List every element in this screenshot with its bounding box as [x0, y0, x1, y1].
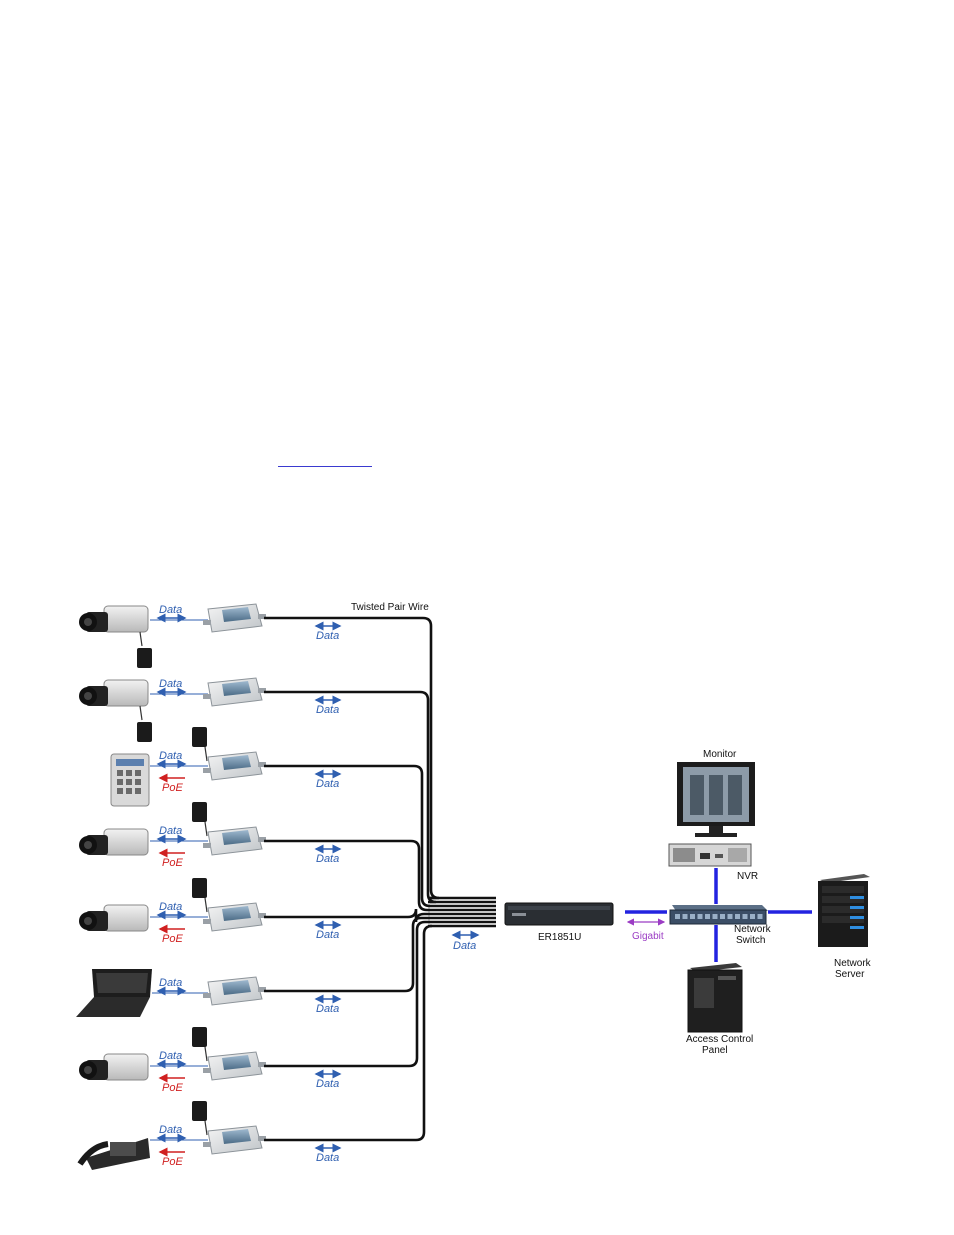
data-label: Data [159, 825, 182, 837]
twisted-pair-cable [264, 616, 440, 900]
switch-port [690, 914, 695, 919]
cable-data-label: Data [316, 929, 339, 941]
access-control-label-1: Access Control [686, 1034, 753, 1045]
camera-device [79, 605, 149, 633]
switch-port [720, 914, 725, 919]
switch-port [727, 914, 733, 919]
power-adapter [192, 878, 208, 913]
camera-device [79, 904, 149, 932]
ethernet-extender [203, 976, 266, 1006]
data-label: Data [159, 901, 182, 913]
power-adapter [192, 1101, 208, 1136]
power-adapter [137, 631, 152, 668]
power-adapter [137, 705, 152, 742]
ethernet-extender [203, 1051, 266, 1081]
cable-data-label: Data [316, 630, 339, 642]
poe-label: PoE [162, 857, 183, 869]
hyperlink-underline[interactable] [278, 466, 372, 467]
ethernet-extender [203, 1125, 266, 1155]
switch-port [750, 914, 755, 919]
switch-port [705, 914, 710, 919]
network-server-label-2: Server [835, 969, 865, 980]
switch-port [735, 914, 740, 919]
nvr-label: NVR [737, 871, 758, 882]
switch-port [697, 914, 703, 919]
cable-data-label: Data [316, 1078, 339, 1090]
ethernet-extender [203, 603, 266, 633]
switch-port [682, 914, 688, 919]
ethernet-extender [203, 902, 266, 932]
access-control-panel-device [687, 963, 743, 1033]
access-control-label-2: Panel [702, 1045, 728, 1056]
ethernet-extender [203, 751, 266, 781]
keypad-device [110, 753, 150, 807]
nvr-device [668, 843, 752, 867]
power-adapter [192, 802, 208, 837]
camera-device [79, 1053, 149, 1081]
power-adapter [192, 1027, 208, 1062]
data-label: Data [159, 977, 182, 989]
cable-data-label: Data [316, 704, 339, 716]
twisted-pair-cable [264, 920, 430, 1068]
ethernet-extender [203, 826, 266, 856]
poe-label: PoE [162, 1156, 183, 1168]
phone-device [77, 1138, 150, 1170]
twisted-pair-cable [264, 839, 430, 912]
poe-label: PoE [162, 782, 183, 794]
gigabit-label: Gigabit [632, 931, 664, 942]
er1851u-label: ER1851U [538, 932, 581, 943]
cable-data-label: Data [316, 1003, 339, 1015]
er1851u-device [504, 902, 614, 926]
data-label: Data [159, 678, 182, 690]
camera-device [79, 679, 149, 707]
data-label: Data [159, 1050, 182, 1062]
camera-device [79, 828, 149, 856]
network-switch-label-1: Network [734, 924, 772, 935]
cable-data-label: Data [316, 778, 339, 790]
switch-port [757, 914, 763, 919]
twisted-pair-cable [264, 908, 430, 923]
poe-label: PoE [162, 933, 183, 945]
poe-label: PoE [162, 1082, 183, 1094]
data-label: Data [159, 604, 182, 616]
monitor-device [677, 762, 755, 837]
bundle-data-label: Data [453, 940, 476, 952]
twisted-pair-cable [264, 690, 437, 904]
laptop-device [76, 969, 152, 1017]
cable-data-label: Data [316, 853, 339, 865]
twisted-pair-cable [264, 764, 431, 908]
twisted-pair-cable [264, 924, 433, 1142]
monitor-label: Monitor [703, 749, 737, 760]
data-label: Data [159, 750, 182, 762]
power-adapter [192, 727, 208, 762]
switch-port [742, 914, 748, 919]
cable-bundle [428, 896, 496, 928]
data-label: Data [159, 1124, 182, 1136]
twisted-pair-label: Twisted Pair Wire [351, 602, 429, 613]
twisted-pair-cable [264, 916, 430, 993]
network-switch-device [669, 905, 768, 925]
network-server-device [818, 874, 870, 947]
network-server-label-1: Network [834, 958, 872, 969]
network-switch-label-2: Switch [736, 935, 765, 946]
cable-data-label: Data [316, 1152, 339, 1164]
switch-port [712, 914, 718, 919]
ethernet-extender [203, 677, 266, 707]
switch-port [675, 914, 680, 919]
